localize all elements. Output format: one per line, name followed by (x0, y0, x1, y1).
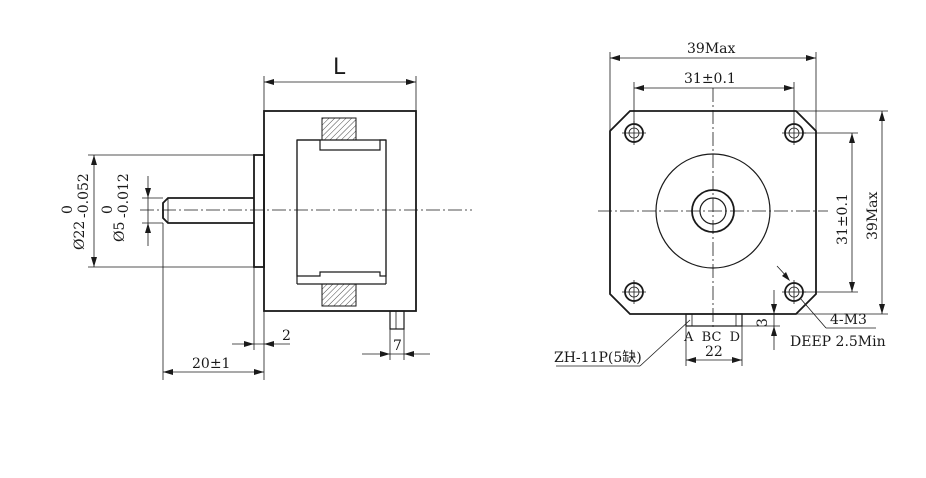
dim-shaft-tol-lower: -0.012 (116, 173, 132, 218)
side-view: L Ø22 0 -0.052 Ø5 0 -0.012 20±1 2 (60, 55, 472, 380)
dim-L-label: L (333, 55, 346, 80)
dim-bossh-label: 2 (282, 328, 291, 344)
dim-hole-leader (799, 297, 827, 329)
mount-hole-bl (622, 280, 646, 304)
dim-shaft-dia: Ø5 (112, 222, 128, 242)
connector-leader (639, 319, 691, 367)
dim-hole-label: 4-M3 (830, 312, 867, 328)
dim-boss-dia: Ø22 (72, 221, 88, 250)
front-shaft-outer (691, 189, 735, 233)
dim-height-label: 39Max (865, 192, 881, 240)
motor-body-outline (263, 110, 417, 312)
mount-hole-tl (622, 121, 646, 145)
connector-label: ZH-11P(5缺) (554, 350, 642, 366)
front-connector (685, 313, 743, 327)
dim-shaft-tol-upper: 0 (100, 205, 116, 214)
dim-hole-depth-label: DEEP 2.5Min (790, 334, 886, 350)
bearing-bottom (321, 283, 357, 307)
dim-connh-label: 3 (755, 318, 771, 327)
dim-boss-tol-lower: -0.052 (76, 173, 92, 218)
dim-shaftlen-label: 20±1 (192, 356, 230, 372)
pin-labels: A BC D (683, 330, 740, 345)
connector-stub (389, 310, 405, 330)
front-boss (253, 154, 265, 268)
front-boss-circle (655, 153, 771, 269)
dim-pitch-h-label: 31±0.1 (684, 71, 736, 87)
motor-shaft (162, 197, 254, 224)
dim-conn-label: 7 (393, 338, 402, 354)
motor-inner-cavity (296, 139, 387, 277)
mount-hole-tr (782, 121, 806, 145)
dim-pitch-v-label: 31±0.1 (835, 193, 851, 245)
front-shaft-inner (699, 197, 727, 225)
dim-boss-tol-upper: 0 (60, 205, 76, 214)
bearing-top (321, 117, 357, 141)
dim-width-label: 39Max (687, 41, 735, 57)
dim-connw-label: 22 (705, 344, 723, 360)
front-view: 39Max 31±0.1 31±0.1 39Max 4-M3 DEEP 2.5M… (554, 41, 888, 367)
